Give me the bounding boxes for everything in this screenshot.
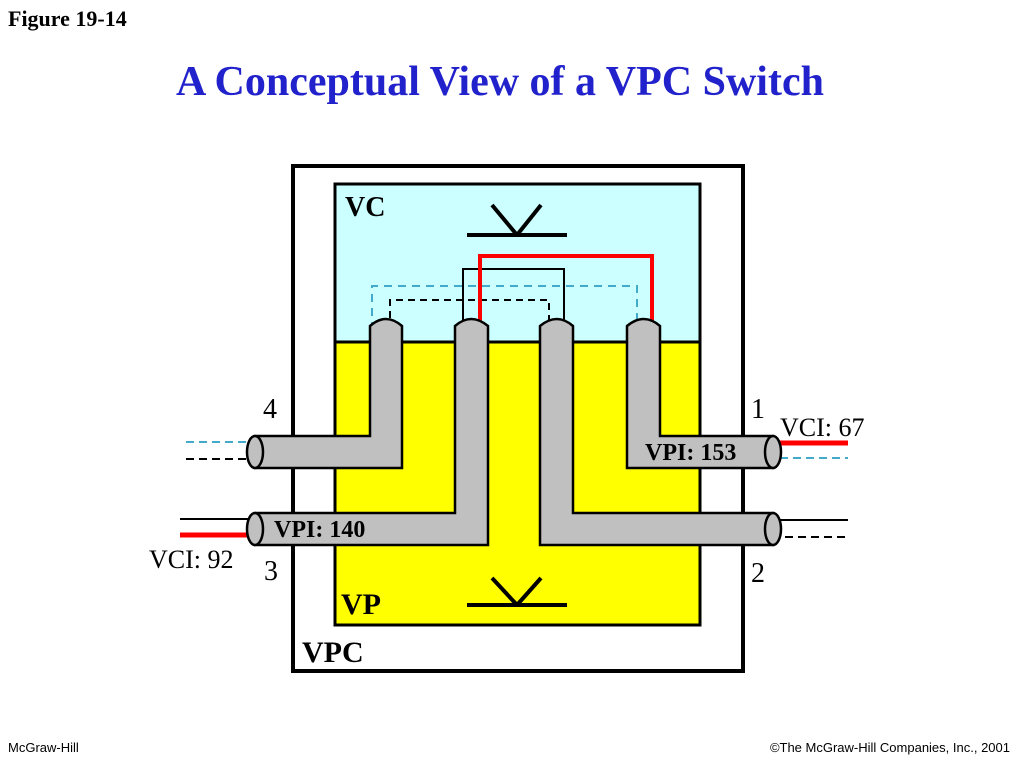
solid-black-connection	[462, 268, 565, 325]
vpi-153-label: VPI: 153	[645, 440, 736, 466]
vc-label: VC	[345, 192, 385, 223]
footer-copyright: ©The McGraw-Hill Companies, Inc., 2001	[769, 740, 1010, 755]
port-number-4: 4	[263, 394, 277, 425]
red-active-connection	[478, 254, 654, 325]
vpc-label: VPC	[302, 636, 364, 669]
vp-label: VP	[341, 588, 381, 621]
pipe-port2	[538, 317, 775, 547]
vp-switch-symbol	[467, 576, 567, 607]
dashed-cyan-connection	[371, 285, 638, 330]
pipe-port2-end	[763, 511, 783, 547]
slide-title: A Conceptual View of a VPC Switch	[176, 59, 824, 105]
vpi-140-label: VPI: 140	[274, 517, 365, 543]
pipe-port1-end	[763, 434, 783, 470]
vci-92-label: VCI: 92	[149, 545, 234, 574]
port-number-2: 2	[751, 558, 765, 589]
dashed-black-connection	[389, 299, 550, 330]
footer-publisher: McGraw-Hill	[8, 740, 79, 755]
pipe-port3	[253, 317, 490, 547]
pipe-port3-end	[245, 511, 265, 547]
vci-67-label: VCI: 67	[780, 413, 865, 442]
figure-label: Figure 19-14	[8, 6, 127, 31]
pipe-port4	[253, 317, 404, 470]
pipe-port4-end	[245, 434, 265, 470]
port-number-3: 3	[264, 556, 278, 587]
pipe-port1	[625, 317, 775, 470]
port-number-1: 1	[751, 394, 765, 425]
vc-switch-symbol	[467, 203, 567, 237]
vc-region	[333, 182, 702, 344]
